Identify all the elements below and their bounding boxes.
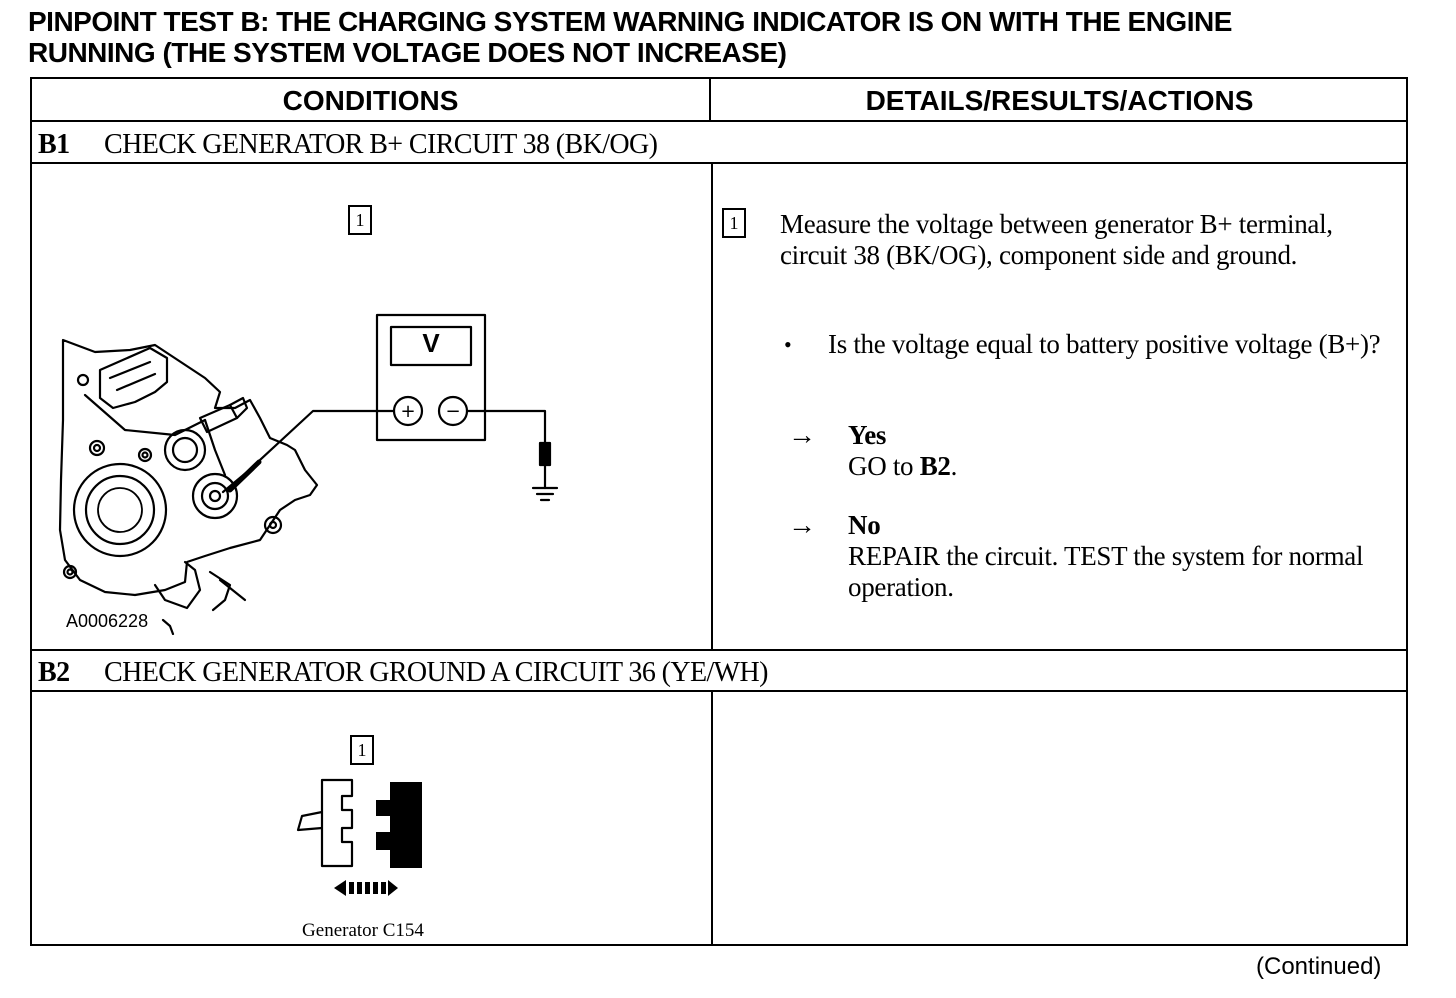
header-divider (32, 120, 1406, 122)
b1-column-divider (711, 162, 713, 649)
question-text: Is the voltage equal to battery positive… (828, 329, 1381, 359)
b1-figure-step-box: 1 (348, 205, 372, 235)
details-header: DETAILS/RESULTS/ACTIONS (865, 85, 1254, 116)
step-title: CHECK GENERATOR B+ CIRCUIT 38 (BK/OG) (104, 129, 658, 160)
b2-figure-step-box: 1 (350, 735, 374, 765)
step-b2-header: B2 CHECK GENERATOR GROUND A CIRCUIT 36 (Y… (38, 657, 768, 689)
title-line-2: RUNNING (THE SYSTEM VOLTAGE DOES NOT INC… (28, 37, 787, 68)
no-result: No REPAIR the circuit. TEST the system f… (848, 510, 1378, 603)
negative-sign: − (445, 401, 460, 422)
connector-half-left (320, 778, 354, 868)
connector-label: Generator C154 (302, 920, 424, 941)
no-arrow-icon: → (788, 510, 816, 541)
step-code: B2 (38, 657, 70, 688)
b1-body-divider (32, 649, 1406, 651)
yes-action-prefix: GO to (848, 451, 914, 481)
generator-housing (58, 338, 319, 597)
positive-lead (221, 409, 396, 494)
continued-label: (Continued) (1256, 953, 1382, 980)
b-plus-terminal (191, 472, 239, 520)
disconnect-arrow-icon (334, 880, 398, 896)
no-label: No (848, 510, 881, 540)
yes-action-suffix: . (950, 451, 958, 481)
yes-label: Yes (848, 420, 887, 450)
b1-instruction: Measure the voltage between generator B+… (780, 209, 1333, 270)
negative-lead (465, 409, 547, 445)
voltmeter-display (389, 325, 473, 367)
b1-title-divider (32, 162, 1406, 164)
positive-sign: + (400, 401, 415, 422)
bullet-icon: • (784, 332, 792, 357)
connector-c154-illustration (296, 778, 422, 896)
generator-voltmeter-illustration: V + − (58, 313, 559, 635)
voltmeter-body (375, 313, 487, 442)
yes-arrow-icon: → (788, 420, 816, 451)
ground-symbol (531, 486, 559, 502)
conditions-header: CONDITIONS (282, 85, 459, 116)
step-b1-header: B1 CHECK GENERATOR B+ CIRCUIT 38 (BK/OG) (38, 129, 658, 161)
page-title: PINPOINT TEST B: THE CHARGING SYSTEM WAR… (28, 6, 1428, 68)
step-title: CHECK GENERATOR GROUND A CIRCUIT 36 (YE/… (104, 657, 768, 688)
yes-action-target: B2 (919, 451, 951, 481)
b2-column-divider (711, 690, 713, 946)
connector-half-right (376, 782, 422, 868)
voltmeter-label: V (422, 328, 440, 358)
title-line-1: PINPOINT TEST B: THE CHARGING SYSTEM WAR… (28, 6, 1232, 37)
generator-pulley (72, 462, 168, 558)
yes-action: GO to B2. (848, 451, 1388, 482)
step-code: B1 (38, 129, 70, 160)
no-action: REPAIR the circuit. TEST the system for … (848, 541, 1364, 602)
figure-id: A0006228 (66, 611, 149, 631)
b1-instruction-step-box: 1 (722, 208, 746, 238)
b2-title-divider (32, 690, 1406, 692)
b1-question: • Is the voltage equal to battery positi… (784, 329, 1393, 360)
regulator-block (98, 346, 169, 410)
yes-result: Yes GO to B2. (848, 420, 1388, 482)
header-column-divider (709, 79, 711, 120)
